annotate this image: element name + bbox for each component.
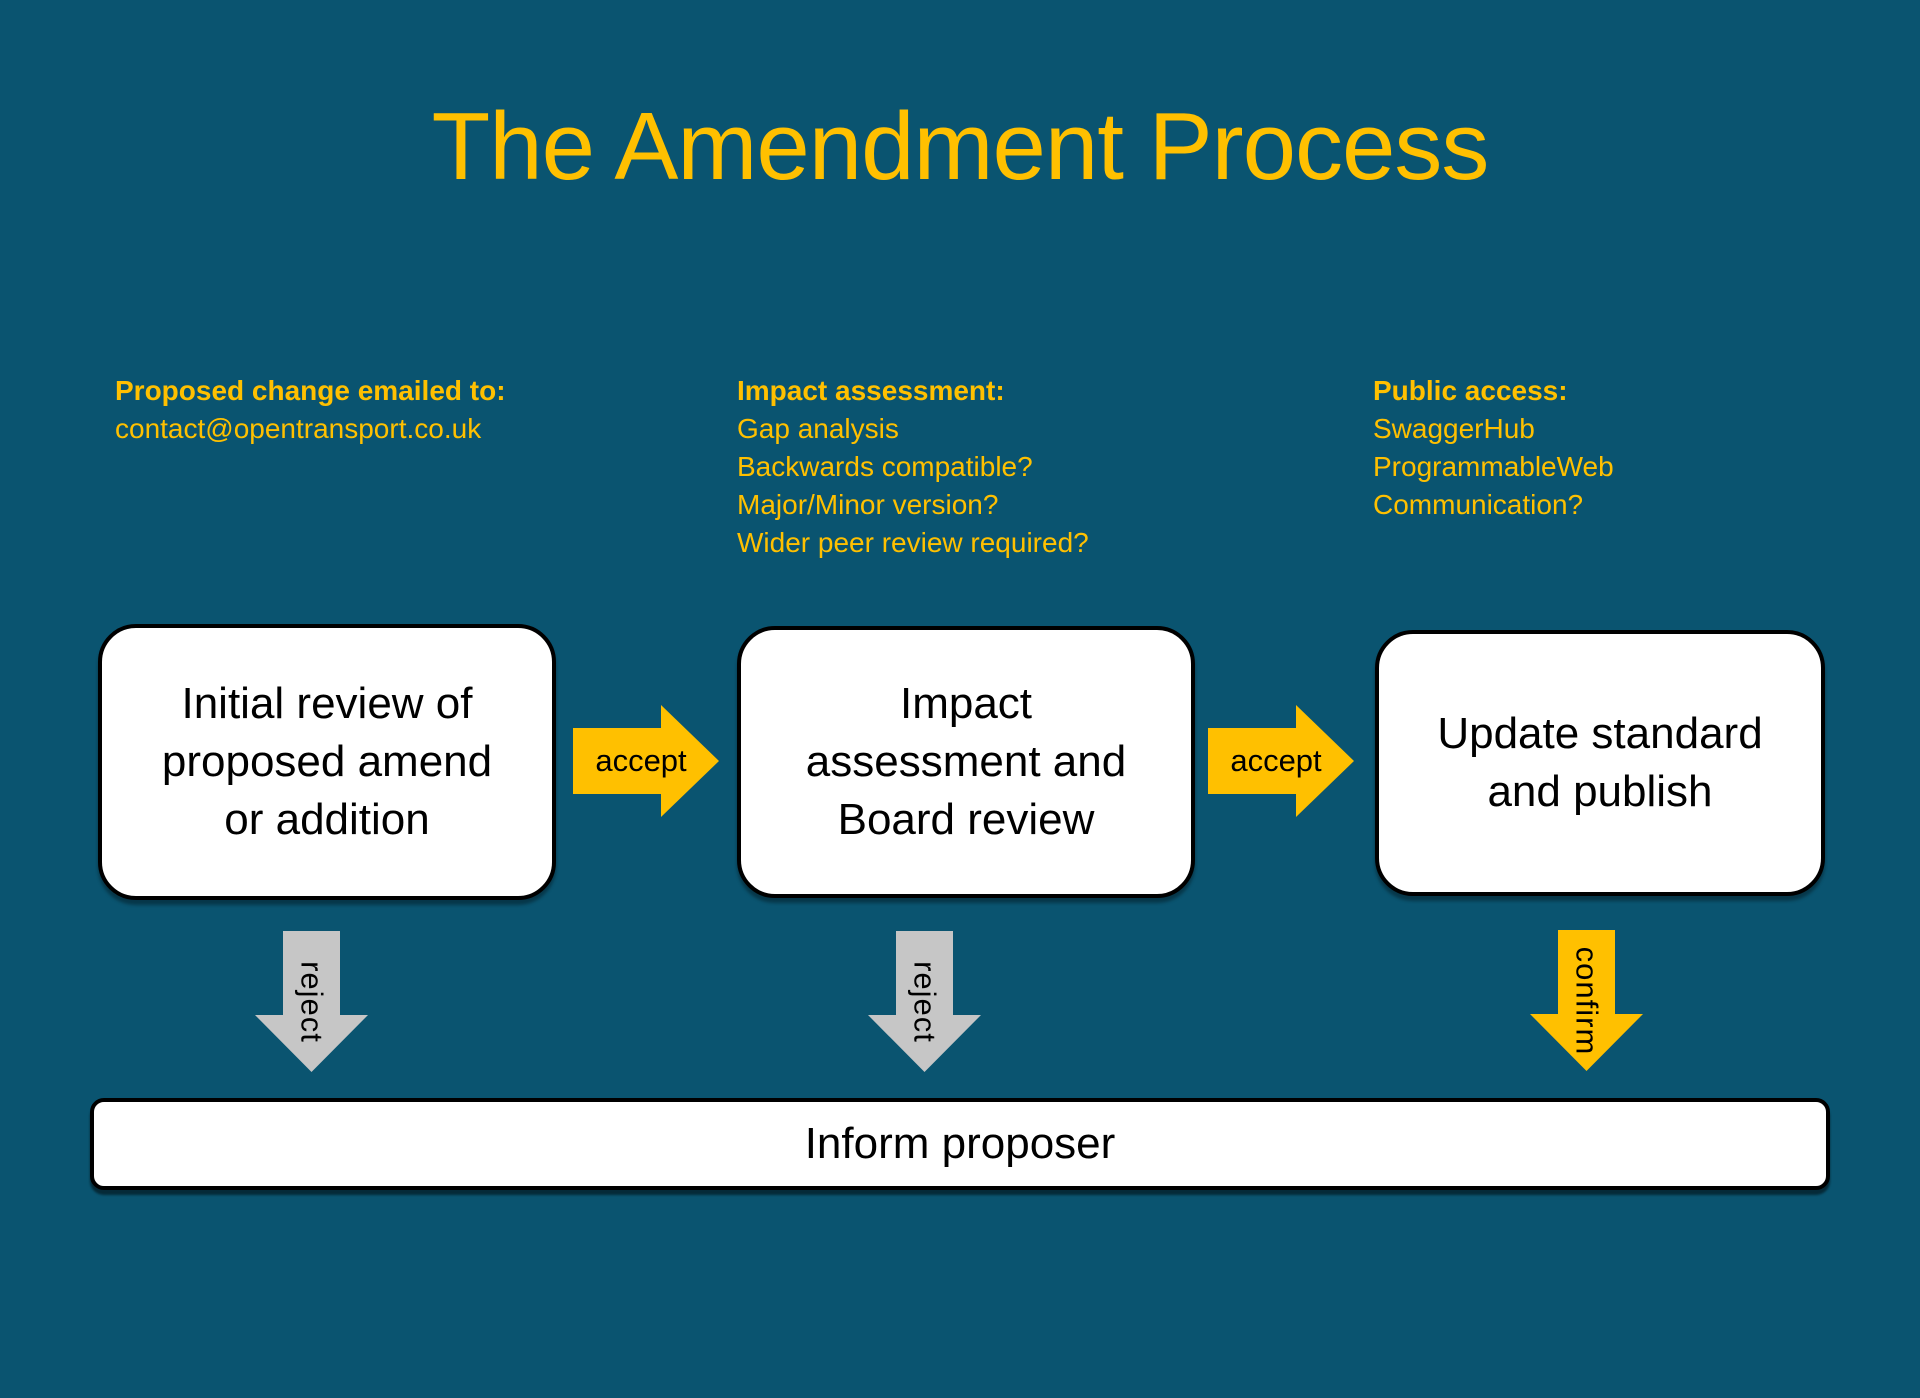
inform-proposer-label: Inform proposer <box>804 1119 1116 1168</box>
annotation-public-access: Public access: SwaggerHub ProgrammableWe… <box>1373 372 1614 524</box>
step-label: Update standard and publish <box>1437 709 1763 816</box>
inform-proposer-bar: Inform proposer <box>90 1098 1830 1190</box>
reject-arrow-label: reject <box>907 960 943 1043</box>
annotation-impact-assessment: Impact assessment: Gap analysis Backward… <box>737 372 1089 562</box>
down-arrow-icon <box>255 931 368 1072</box>
annotation-proposed-change: Proposed change emailed to: contact@open… <box>115 372 506 448</box>
step-initial-review: Initial review of proposed amend or addi… <box>98 624 556 900</box>
accept-arrow-1: accept <box>573 705 719 817</box>
accept-arrow-label: accept <box>1230 743 1322 778</box>
step-label: Impact assessment and Board review <box>805 679 1127 844</box>
annotation-heading: Impact assessment: <box>737 375 1005 406</box>
annotation-lines: SwaggerHub ProgrammableWeb Communication… <box>1373 413 1614 520</box>
annotation-lines: Gap analysis Backwards compatible? Major… <box>737 413 1089 558</box>
annotation-heading: Proposed change emailed to: <box>115 375 506 406</box>
accept-arrow-label: accept <box>595 743 687 778</box>
down-arrow-icon <box>868 931 981 1072</box>
confirm-arrow-label: confirm <box>1569 946 1605 1055</box>
annotation-email: contact@opentransport.co.uk <box>115 413 482 444</box>
confirm-arrow: confirm <box>1530 930 1643 1071</box>
right-arrow-icon <box>573 705 719 817</box>
step-update-standard: Update standard and publish <box>1375 630 1825 896</box>
step-label: Initial review of proposed amend or addi… <box>161 679 493 844</box>
reject-arrow-label: reject <box>294 960 330 1043</box>
page-title: The Amendment Process <box>431 93 1490 200</box>
reject-arrow-1: reject <box>255 931 368 1072</box>
annotation-heading: Public access: <box>1373 375 1568 406</box>
down-arrow-icon <box>1530 930 1643 1071</box>
right-arrow-icon <box>1208 705 1354 817</box>
accept-arrow-2: accept <box>1208 705 1354 817</box>
step-impact-assessment: Impact assessment and Board review <box>737 626 1195 898</box>
reject-arrow-2: reject <box>868 931 981 1072</box>
